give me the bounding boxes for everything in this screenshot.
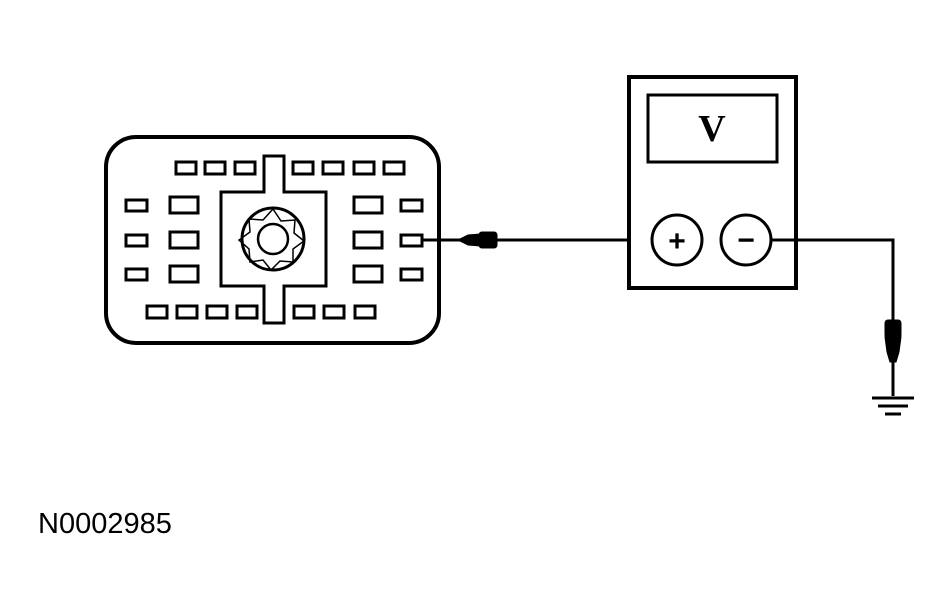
connector-center-star (237, 207, 306, 272)
negative-terminal-symbol: − (737, 224, 755, 257)
positive-test-lead (422, 231, 652, 249)
voltmeter-display (646, 93, 779, 164)
negative-test-lead (771, 238, 902, 396)
figure-reference-code: N0002985 (38, 508, 172, 540)
ground-probe-icon (884, 319, 902, 363)
voltmeter-icon (627, 75, 798, 290)
cavity-group-left (124, 195, 200, 284)
voltmeter-display-symbol: V (698, 108, 726, 150)
cavity-row-top (174, 160, 406, 176)
cavity-row-bottom (145, 304, 377, 320)
cavity-group-right (352, 195, 424, 284)
positive-terminal (650, 213, 704, 267)
positive-terminal-symbol: + (668, 225, 686, 258)
ground-symbol-icon (872, 396, 914, 416)
connector-icon (104, 135, 441, 345)
probe-icon (456, 231, 498, 249)
connector-center-pin (256, 222, 290, 256)
connector-center-key (219, 154, 328, 325)
